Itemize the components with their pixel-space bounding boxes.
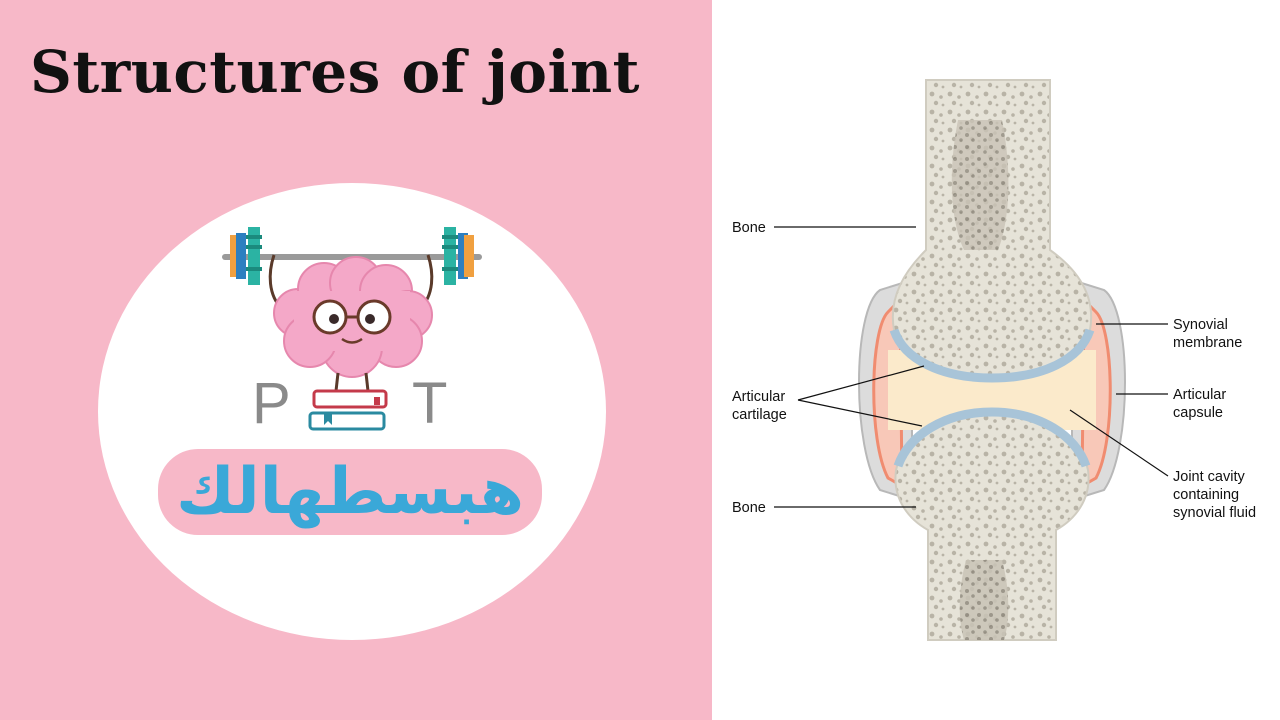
joint-diagram (774, 79, 1169, 641)
right-panel: Bone Bone Articular cartilage Synovial m… (712, 0, 1280, 720)
logo-circle (98, 183, 606, 640)
label-synovial-membrane: Synovial membrane (1173, 317, 1243, 351)
logo-letter-p: P (252, 371, 291, 436)
page-title: Structures of joint (30, 38, 640, 106)
left-panel: Structures of joint (0, 0, 712, 720)
label-bone-top: Bone (732, 220, 766, 236)
logo-letter-t: T (412, 371, 448, 436)
logo-arabic-text: هبسطهالك (150, 449, 550, 535)
arabic-label: هبسطهالك (158, 449, 542, 535)
label-articular-capsule: Articular capsule (1173, 387, 1227, 421)
label-bone-bottom: Bone (732, 500, 766, 516)
label-joint-cavity: Joint cavity containing synovial fluid (1173, 469, 1257, 521)
brain-mascot-icon (222, 227, 482, 431)
label-articular-cartilage: Articular cartilage (732, 389, 787, 423)
